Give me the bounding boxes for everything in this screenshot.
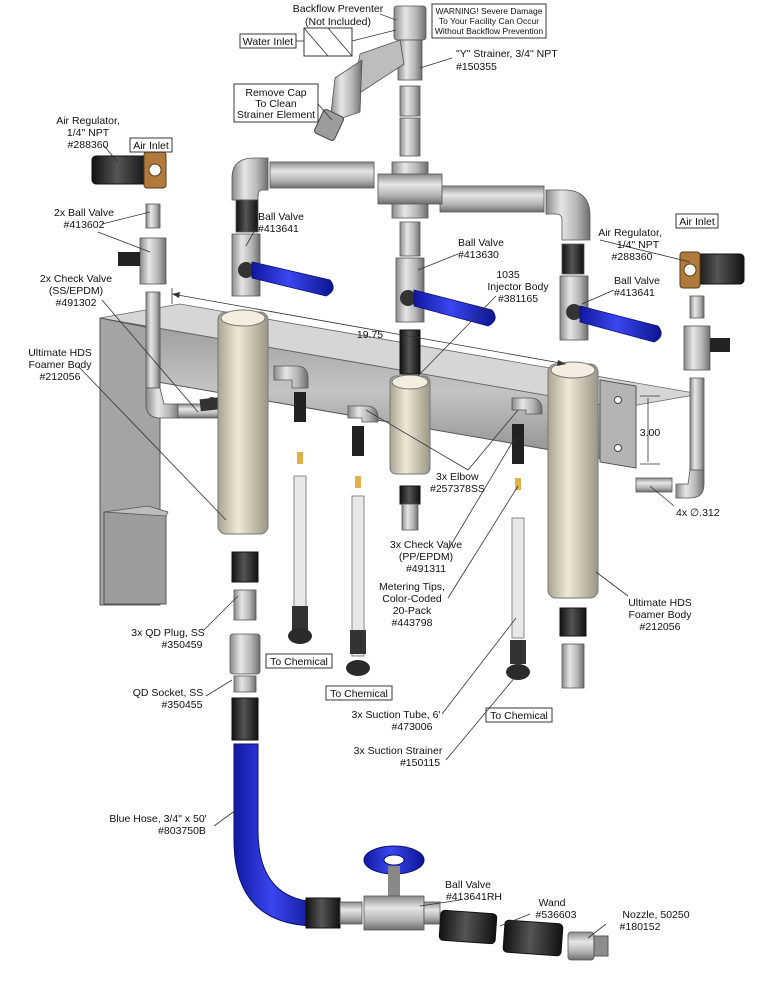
ball-valve-c-label-2: #413641 xyxy=(614,287,655,299)
warning-box xyxy=(431,3,547,39)
dimension-height xyxy=(640,395,660,465)
dimension-height-label: 3.00 xyxy=(640,427,661,439)
strainer-label-2: #150355 xyxy=(456,61,497,73)
mounting-holes-label: 4x ∅.312 xyxy=(676,507,720,519)
chemical-line-1 xyxy=(273,365,312,644)
foamer-left-label-3: #212056 xyxy=(40,371,81,383)
qd-socket-label-1: QD Socket, SS xyxy=(133,687,204,699)
air-regulator-left-label-1: Air Regulator, xyxy=(56,115,120,127)
blue-hose xyxy=(231,697,363,929)
ball-valve-a-label-2: #413641 xyxy=(258,223,299,235)
nozzle-label-2: #180152 xyxy=(620,921,661,933)
metering-tips-label-3: 20-Pack xyxy=(393,605,432,617)
elbow-label-2: #257378SS xyxy=(430,483,485,495)
to-chemical-label-2: To Chemical xyxy=(330,688,388,700)
suction-tube-label-2: #473006 xyxy=(392,721,433,733)
ball-valve-wand[interactable] xyxy=(363,845,441,931)
dimension-width-label: 19.75 xyxy=(357,329,383,341)
check-valve-3x-label-3: #491311 xyxy=(406,563,446,575)
qd-plug-label-1: 3x QD Plug, SS xyxy=(131,627,205,639)
strainer-label-1: "Y" Strainer, 3/4" NPT xyxy=(456,48,558,60)
injector-body xyxy=(389,329,431,531)
to-chemical-label-1: To Chemical xyxy=(270,656,328,668)
air-regulator-right-label-2: 1/4" NPT xyxy=(617,239,660,251)
ball-valve-2x-label-1: 2x Ball Valve xyxy=(54,207,114,219)
remove-cap-label-2: To Clean xyxy=(255,98,297,110)
suction-strainer-label-2: #150115 xyxy=(400,757,440,769)
chemical-line-3 xyxy=(506,397,543,680)
air-regulator-right-label-3: #288360 xyxy=(612,251,653,263)
injector-label-3: #381165 xyxy=(498,293,538,305)
foamer-right-label-2: Foamer Body xyxy=(628,609,692,621)
nozzle-label-1: Nozzle, 50250 xyxy=(622,909,689,921)
wand xyxy=(438,909,564,957)
remove-cap-label-1: Remove Cap xyxy=(245,87,306,99)
foamer-body-left xyxy=(217,309,269,693)
water-inlet-label: Water Inlet xyxy=(243,36,293,48)
chemical-line-2 xyxy=(346,405,379,676)
air-inlet-right-box xyxy=(675,213,719,229)
to-chemical-box-3 xyxy=(485,707,553,723)
ball-valve-c-label-1: Ball Valve xyxy=(614,275,660,287)
elbow-label-1: 3x Elbow xyxy=(436,471,479,483)
to-chemical-box-2 xyxy=(325,685,393,701)
check-valve-2x-label-2: (SS/EPDM) xyxy=(49,285,103,297)
blue-hose-label-1: Blue Hose, 3/4" x 50' xyxy=(109,813,206,825)
to-chemical-box-1 xyxy=(265,653,333,669)
wand-label-2: #536603 xyxy=(536,909,577,921)
warning-label-2: To Your Facility Can Occur xyxy=(439,16,539,26)
dimension-width xyxy=(171,288,567,366)
check-valve-3x-label-1: 3x Check Valve xyxy=(390,539,462,551)
qd-socket-label-2: #350455 xyxy=(162,699,203,711)
to-chemical-label-3: To Chemical xyxy=(490,710,548,722)
injector-label-2: Injector Body xyxy=(487,281,549,293)
ball-valve-2x-label-2: #413602 xyxy=(64,219,105,231)
air-inlet-right-label: Air Inlet xyxy=(679,216,715,228)
water-manifold xyxy=(231,85,591,275)
remove-cap-label-3: Strainer Element xyxy=(237,109,315,121)
air-regulator-left xyxy=(91,151,181,419)
ball-valve-right[interactable] xyxy=(559,275,662,343)
check-valve-2x-label-3: #491302 xyxy=(56,297,97,309)
backflow-symbol-box xyxy=(303,27,353,57)
suction-strainer-label-1: 3x Suction Strainer xyxy=(354,745,443,757)
qd-plug-label-2: #350459 xyxy=(162,639,203,651)
air-inlet-left-label: Air Inlet xyxy=(133,140,169,152)
foamer-right-label-1: Ultimate HDS xyxy=(628,597,692,609)
ball-valve-b-label-2: #413630 xyxy=(458,249,499,261)
ball-valve-rh-label-2: #413641RH xyxy=(446,891,502,903)
metering-tips-label-2: Color-Coded xyxy=(382,593,442,605)
ball-valve-center[interactable] xyxy=(395,257,496,327)
air-regulator-left-label-2: 1/4" NPT xyxy=(67,127,110,139)
metering-tips-label-4: #443798 xyxy=(392,617,433,629)
check-valve-3x-label-2: (PP/EPDM) xyxy=(399,551,453,563)
foamer-right-label-3: #212056 xyxy=(640,621,681,633)
metering-tips-label-1: Metering Tips, xyxy=(379,581,445,593)
ball-valve-a-label-1: Ball Valve xyxy=(258,211,304,223)
y-strainer xyxy=(314,5,427,141)
foamer-left-label-1: Ultimate HDS xyxy=(28,347,92,359)
injector-label-1: 1035 xyxy=(496,269,520,281)
blue-hose-label-2: #803750B xyxy=(158,825,206,837)
check-valve-2x-label-1: 2x Check Valve xyxy=(40,273,112,285)
nozzle xyxy=(567,931,609,961)
suction-tube-label-1: 3x Suction Tube, 6' xyxy=(352,709,441,721)
backflow-label-1: Backflow Preventer xyxy=(293,3,384,15)
foamer-body-right xyxy=(547,361,599,689)
air-inlet-left-box xyxy=(129,137,173,153)
ball-valve-b-label-1: Ball Valve xyxy=(458,237,504,249)
warning-label-1: WARNING! Severe Damage xyxy=(436,6,543,16)
foamer-left-label-2: Foamer Body xyxy=(28,359,92,371)
remove-cap-box xyxy=(233,83,319,123)
ball-valve-left[interactable] xyxy=(231,233,334,297)
ball-valve-rh-label-1: Ball Valve xyxy=(445,879,491,891)
warning-label-3: Without Backflow Prevention xyxy=(435,26,543,36)
air-regulator-left-label-3: #288360 xyxy=(68,139,109,151)
backflow-label-2: (Not Included) xyxy=(305,16,371,28)
air-regulator-right xyxy=(635,251,745,499)
wand-label-1: Wand xyxy=(538,897,565,909)
leader-lines xyxy=(77,13,691,939)
air-regulator-right-label-1: Air Regulator, xyxy=(598,227,662,239)
